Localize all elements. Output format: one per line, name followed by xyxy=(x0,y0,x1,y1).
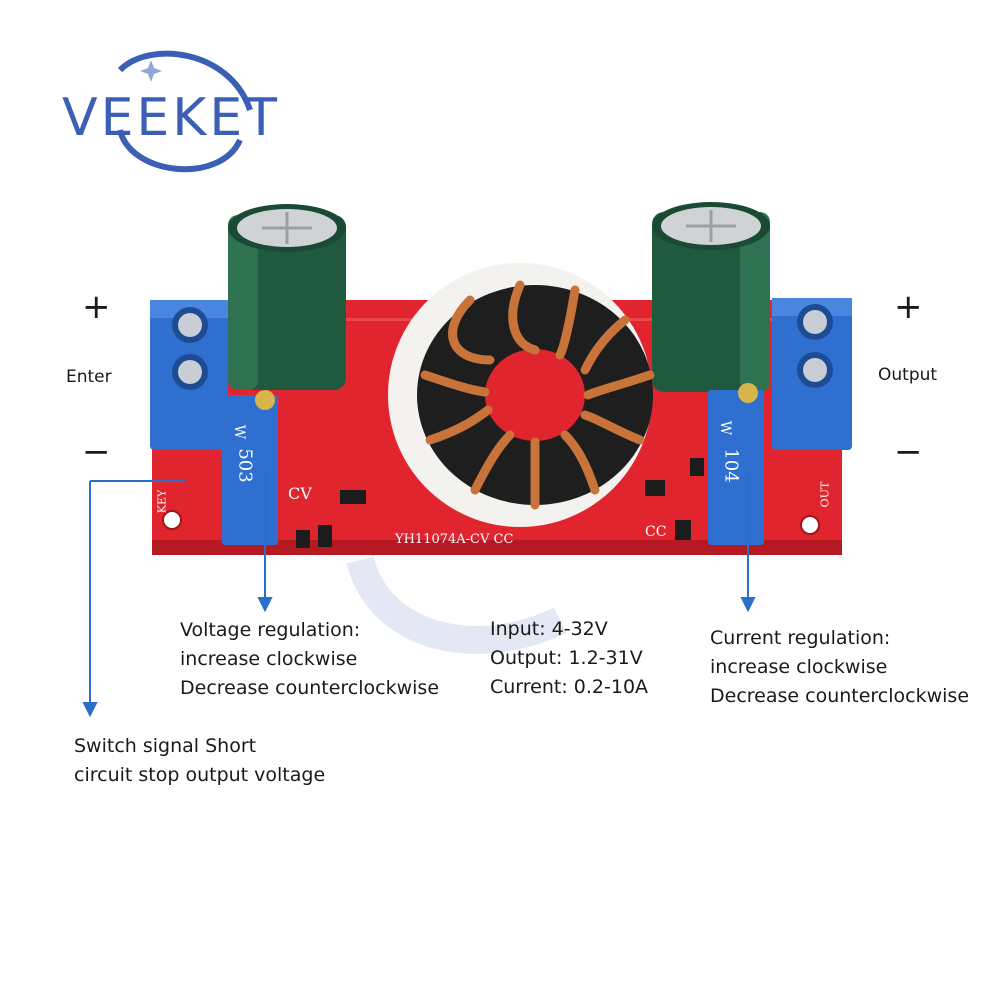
key-silk-label: KEY xyxy=(155,489,169,514)
annotation-arrows xyxy=(82,470,756,718)
spec-input: Input: 4-32V xyxy=(490,618,608,640)
logo-swoosh-icon xyxy=(117,50,253,173)
output-label: Output xyxy=(878,365,938,385)
toroid-inductor xyxy=(417,280,655,510)
current-line-3: Decrease counterclockwise xyxy=(710,685,970,707)
brand-logo: VEEKET xyxy=(62,88,281,148)
current-line-2: increase clockwise xyxy=(710,656,888,678)
pot-left-marking: 503 xyxy=(234,448,256,483)
voltage-regulation-note: Voltage regulation: increase clockwise D… xyxy=(180,616,439,703)
current-regulation-note: Current regulation: increase clockwise D… xyxy=(710,624,969,711)
switch-line-2: circuit stop output voltage xyxy=(74,764,326,786)
current-line-1: Current regulation: xyxy=(710,627,891,649)
output-plus-sign: + xyxy=(894,287,923,327)
specs-note: Input: 4-32V Output: 1.2-31V Current: 0.… xyxy=(490,615,648,702)
spec-output: Output: 1.2-31V xyxy=(490,647,643,669)
output-minus-sign: − xyxy=(894,432,923,472)
spec-current: Current: 0.2-10A xyxy=(490,676,649,698)
input-label: Enter xyxy=(66,367,112,387)
input-plus-sign: + xyxy=(82,287,111,327)
right-capacitor xyxy=(652,202,770,392)
pot-right-marking: 104 xyxy=(720,448,742,483)
voltage-line-3: Decrease counterclockwise xyxy=(180,677,440,699)
voltage-line-1: Voltage regulation: xyxy=(180,619,361,641)
model-silk-label: YH11074A-CV CC xyxy=(395,532,514,547)
cv-silk-label: CV xyxy=(288,484,312,503)
pot-right-letter: W xyxy=(717,420,734,436)
current-potentiometer xyxy=(708,383,764,545)
smd-components xyxy=(296,458,704,548)
pot-left-letter: W xyxy=(231,424,248,440)
input-terminal-block xyxy=(150,300,228,450)
cc-silk-label: CC xyxy=(645,524,667,540)
output-terminal-block xyxy=(772,298,852,450)
voltage-line-2: increase clockwise xyxy=(180,648,358,670)
watermark-arc xyxy=(346,555,567,654)
input-minus-sign: − xyxy=(82,432,111,472)
left-capacitor xyxy=(228,204,346,390)
switch-signal-note: Switch signal Short circuit stop output … xyxy=(74,732,325,790)
out-silk-label: OUT xyxy=(818,481,832,508)
switch-line-1: Switch signal Short xyxy=(74,735,257,757)
